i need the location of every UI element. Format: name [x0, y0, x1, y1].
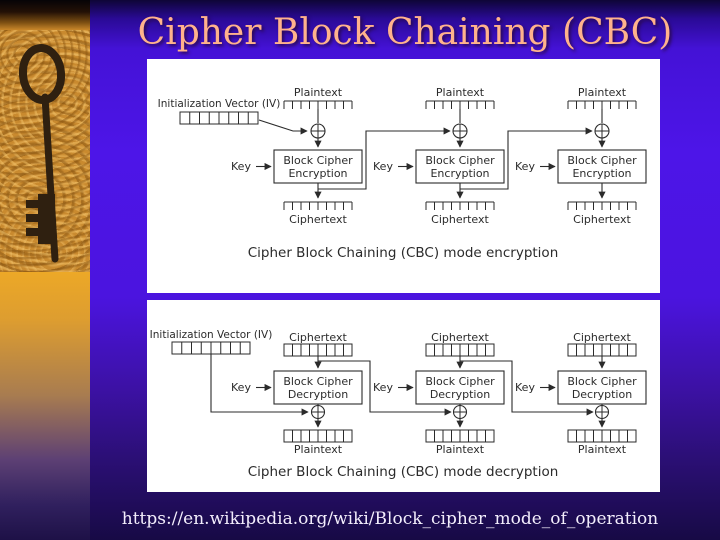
key-label: Key — [231, 381, 251, 394]
xor-cross — [453, 124, 467, 138]
cell-dividers — [576, 430, 628, 442]
cell-dividers — [181, 342, 241, 354]
plaintext-label: Plaintext — [578, 443, 627, 456]
box-line2: Decryption — [572, 388, 632, 401]
strip-bottom-fade — [0, 272, 90, 540]
box-line1: Block Cipher — [567, 375, 637, 388]
ciphertext-label: Ciphertext — [289, 331, 347, 344]
plaintext-label: Plaintext — [578, 86, 627, 99]
cipher-box — [273, 370, 363, 405]
cipher-box — [273, 149, 363, 184]
cipher-box — [415, 370, 505, 405]
chain-wire — [318, 360, 452, 416]
block-cells — [283, 201, 353, 210]
box-line2: Decryption — [288, 388, 348, 401]
iv-label: Initialization Vector (IV) — [150, 329, 273, 341]
box-line2: Encryption — [572, 167, 631, 180]
cipher-box — [557, 370, 647, 405]
plaintext-label: Plaintext — [294, 86, 343, 99]
xor-cross — [453, 405, 467, 419]
key-bit — [26, 194, 55, 244]
cell-dividers — [434, 430, 486, 442]
cell-dividers — [434, 344, 486, 356]
xor-cross — [595, 405, 609, 419]
key-photo-strip — [0, 0, 90, 540]
antique-key-photo — [0, 30, 90, 272]
ciphertext-label: Ciphertext — [289, 213, 347, 226]
footer-url[interactable]: https://en.wikipedia.org/wiki/Block_ciph… — [121, 509, 659, 529]
box-line1: Block Cipher — [283, 375, 353, 388]
box-line2: Encryption — [288, 167, 347, 180]
chain-wire — [460, 360, 594, 416]
box-line1: Block Cipher — [567, 154, 637, 167]
ciphertext-label: Ciphertext — [573, 331, 631, 344]
box-line2: Decryption — [430, 388, 490, 401]
key-label: Key — [515, 381, 535, 394]
iv-wire — [210, 354, 309, 416]
cell-dividers — [576, 344, 628, 356]
block-cells — [567, 100, 637, 109]
cell-dividers — [189, 112, 249, 124]
key-label: Key — [373, 160, 393, 173]
key-icon — [18, 44, 66, 263]
plaintext-label: Plaintext — [436, 86, 485, 99]
box-line1: Block Cipher — [283, 154, 353, 167]
box-line1: Block Cipher — [425, 375, 495, 388]
key-label: Key — [373, 381, 393, 394]
xor-cross — [311, 124, 325, 138]
encryption-diagram-svg: Initialization Vector (IV) PlaintextBlock… — [158, 86, 647, 261]
cell-dividers — [292, 344, 344, 356]
box-line1: Block Cipher — [425, 154, 495, 167]
block-cells — [283, 100, 353, 109]
ciphertext-label: Ciphertext — [573, 213, 631, 226]
iv-wire — [258, 119, 308, 135]
iv-label: Initialization Vector (IV) — [158, 98, 281, 110]
strip-top-shade — [0, 0, 90, 30]
feedback-wire — [318, 127, 451, 190]
slide-title: Cipher Block Chaining (CBC) — [137, 12, 673, 53]
ciphertext-label: Ciphertext — [431, 213, 489, 226]
figure-caption: Cipher Block Chaining (CBC) mode encrypt… — [248, 245, 559, 261]
figure-caption: Cipher Block Chaining (CBC) mode decrypt… — [248, 464, 559, 480]
key-label: Key — [515, 160, 535, 173]
ciphertext-label: Ciphertext — [431, 331, 489, 344]
box-line2: Encryption — [430, 167, 489, 180]
block-cells — [425, 100, 495, 109]
block-cells — [425, 201, 495, 210]
key-bow — [18, 44, 66, 104]
plaintext-label: Plaintext — [436, 443, 485, 456]
key-label: Key — [231, 160, 251, 173]
xor-cross — [311, 405, 325, 419]
decryption-diagram-svg: Initialization Vector (IV) CiphertextBloc… — [150, 329, 647, 480]
feedback-wire — [460, 127, 593, 190]
cipher-box — [557, 149, 647, 184]
plaintext-label: Plaintext — [294, 443, 343, 456]
xor-cross — [595, 124, 609, 138]
block-cells — [567, 201, 637, 210]
cell-dividers — [292, 430, 344, 442]
